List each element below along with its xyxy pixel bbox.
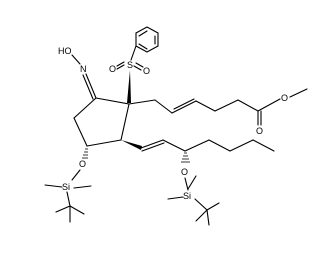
- bond-s-o2: [133, 65, 142, 71]
- sulfonyl-s-label: S: [127, 60, 133, 70]
- bond-c-n-2: [82, 74, 94, 100]
- phenyl-ring: [135, 26, 159, 53]
- wedge-ring-chain: [121, 140, 142, 150]
- bond-s-o1b: [116, 61, 125, 67]
- ring-tbutyl: [55, 205, 85, 223]
- ring-oxy-label: O: [79, 159, 86, 169]
- hydroxy-label: HO: [58, 46, 72, 56]
- bond-ring-si-tbu: [66, 191, 71, 207]
- sulfonyl-o2-label: O: [143, 66, 150, 76]
- bond-phenyl-s: [130, 45, 137, 61]
- bond-s-o2b: [135, 62, 144, 68]
- hashed-bond-chain-o: [181, 152, 190, 163]
- bond-ring-si-me2: [73, 185, 92, 189]
- bond-ring-si-me1: [44, 184, 63, 188]
- bond-n-oh: [71, 54, 81, 65]
- sulfonyl-o1-label: O: [109, 64, 116, 74]
- bond-chain-si-me1: [167, 196, 184, 200]
- bond-ester-o: [257, 98, 281, 112]
- bond-chain-si-tbu: [194, 198, 208, 211]
- ester-o-single-label: O: [281, 93, 288, 103]
- ester-o-double-label: O: [256, 126, 263, 136]
- chain-si-label: Si: [183, 191, 191, 201]
- bond-s-o1: [116, 64, 125, 70]
- chain-oxy-label: O: [181, 167, 188, 177]
- wedge-s-c1: [127, 70, 131, 103]
- bond-ring-o-si: [71, 169, 81, 181]
- bond-o-methyl: [289, 88, 308, 98]
- hashed-bond-ring-o: [82, 148, 88, 159]
- lower-chain: [140, 139, 275, 152]
- oxime-n-label: N: [80, 64, 87, 74]
- cyclopentane-ring: [73, 97, 130, 147]
- bond-c-n-1: [85, 73, 97, 99]
- bond-chain-o-si: [184, 177, 189, 191]
- upper-chain: [128, 98, 259, 114]
- ring-si-label: Si: [62, 182, 70, 192]
- bond-chain-si-me2: [187, 175, 197, 190]
- chain-tbutyl: [195, 202, 220, 226]
